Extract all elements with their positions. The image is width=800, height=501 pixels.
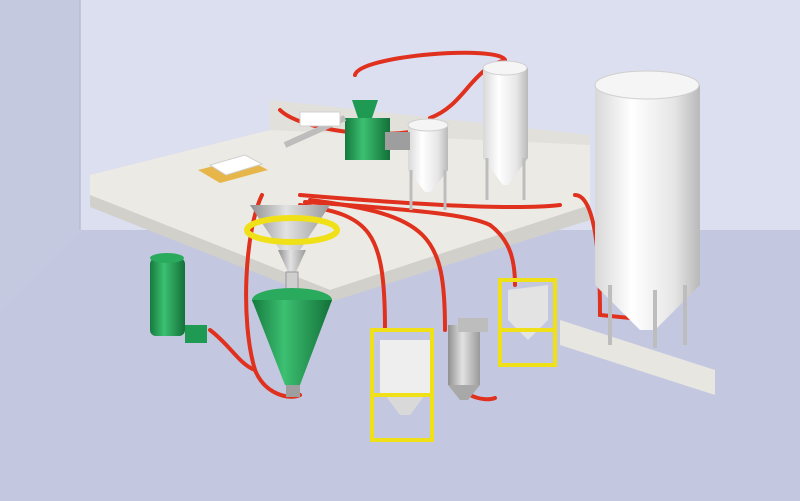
tank-top <box>150 253 184 263</box>
medium-storage-silo <box>482 60 528 200</box>
receiver-top-box <box>458 318 488 332</box>
small-silo-top <box>407 118 449 132</box>
green-pressure-tank <box>150 253 207 343</box>
pipe-top-arc <box>353 50 507 77</box>
medium-silo-top <box>482 60 528 76</box>
medium-silo-cone <box>483 158 528 185</box>
extruder-hopper <box>352 100 378 118</box>
tank-body <box>150 258 185 336</box>
ibc-body <box>508 285 548 340</box>
extruder-side-crates <box>299 111 341 127</box>
feed-hopper-yellow-ring <box>244 215 340 245</box>
platform-front-edge <box>90 195 590 302</box>
small-silo-cone <box>408 170 448 192</box>
pipe-platform-1 <box>298 193 562 209</box>
extruder-motor <box>385 132 410 150</box>
pipe-left-down <box>244 193 302 399</box>
bulk-bag <box>380 340 430 395</box>
bag-frame-front <box>370 328 434 442</box>
left-wall <box>0 0 80 310</box>
green-conical-mixer <box>252 288 332 397</box>
large-silo-body <box>595 85 700 285</box>
pipe-down-to-receiver <box>308 198 447 332</box>
pipe-tank-to-mixer <box>208 328 257 372</box>
bag-pallet <box>198 154 268 183</box>
small-storage-silo <box>407 118 449 210</box>
large-silo-cone <box>595 285 700 330</box>
vacuum-receiver <box>448 318 488 400</box>
platform-support-wall <box>560 320 715 395</box>
mixer-cone <box>252 300 332 385</box>
small-silo-body <box>408 125 448 170</box>
extruder-body <box>345 118 390 160</box>
receiver-body <box>448 325 480 385</box>
large-storage-silo <box>594 70 700 348</box>
green-extruder <box>283 100 410 160</box>
bulk-bag-station-left <box>370 328 434 442</box>
feed-hopper-lower-cone <box>278 250 306 272</box>
large-silo-top <box>594 70 700 100</box>
receiver-cone <box>448 385 480 400</box>
tank-feeder-box <box>185 325 207 343</box>
bag-stack <box>208 154 264 176</box>
pipe-receiver-out <box>468 393 497 402</box>
medium-silo-body <box>483 68 528 158</box>
ibc-container-right <box>498 278 557 367</box>
ibc-frame <box>498 278 557 367</box>
mixer-outlet <box>286 385 300 397</box>
bulk-bag-cone <box>385 395 425 415</box>
